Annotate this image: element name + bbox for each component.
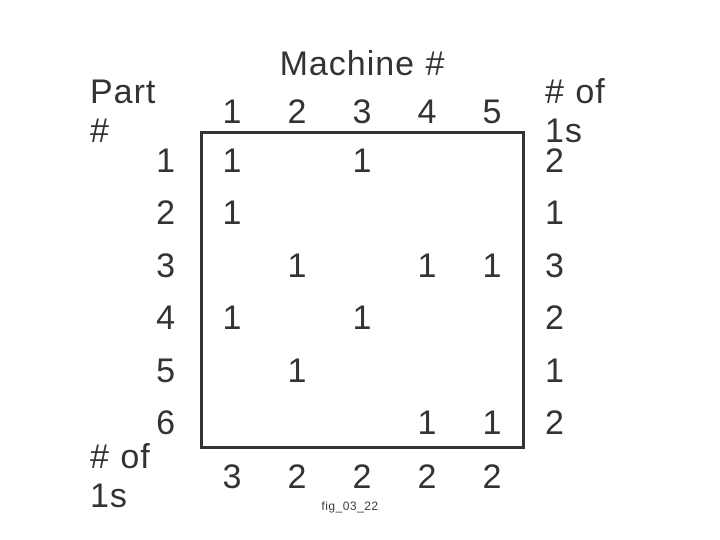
matrix-cell	[265, 293, 330, 346]
matrix-cell	[265, 188, 330, 241]
matrix-cell	[330, 398, 395, 451]
matrix-cell	[460, 345, 525, 398]
machine-col-header: 3	[352, 92, 373, 131]
column-count: 2	[417, 457, 438, 496]
count-row-label: # of 1s	[90, 438, 151, 515]
matrix-cell	[200, 345, 265, 398]
figure-caption: fig_03_22	[321, 499, 379, 513]
matrix-cell	[330, 188, 395, 241]
machine-col-header: 2	[287, 92, 308, 131]
row-count: 3	[545, 246, 565, 285]
machine-col-header: 5	[482, 92, 503, 131]
part-row-label: 1	[156, 141, 176, 180]
column-count: 3	[222, 457, 243, 496]
matrix-cell: 1	[222, 299, 243, 338]
machine-col-header: 4	[417, 92, 438, 131]
matrix-cell: 1	[287, 246, 308, 285]
matrix-cell: 1	[222, 141, 243, 180]
matrix-cell	[460, 293, 525, 346]
figure-title: Machine #	[279, 45, 446, 83]
column-count: 2	[482, 457, 503, 496]
matrix-cell: 1	[352, 141, 373, 180]
incidence-matrix: Part # 1 2 3 4 5 # of 1s 1 1 1 2 2 1 1 3…	[90, 73, 620, 515]
matrix-cell: 1	[417, 246, 438, 285]
column-count: 2	[352, 457, 373, 496]
matrix-cell	[200, 398, 265, 451]
matrix-cell	[395, 188, 460, 241]
matrix-cell	[395, 293, 460, 346]
matrix-cell: 1	[287, 351, 308, 390]
matrix-cell	[395, 345, 460, 398]
matrix-cell	[330, 345, 395, 398]
matrix-cell: 1	[417, 404, 438, 443]
part-row-label: 2	[156, 194, 176, 233]
part-row-label: 4	[156, 299, 176, 338]
part-row-label: 5	[156, 351, 176, 390]
matrix-cell: 1	[222, 194, 243, 233]
matrix-cell: 1	[482, 404, 503, 443]
corner-spacer	[525, 450, 620, 504]
row-count: 1	[545, 194, 565, 233]
matrix-cell	[265, 135, 330, 188]
matrix-cell	[460, 188, 525, 241]
count-col-header: # of 1s	[545, 73, 606, 150]
matrix-cell	[200, 240, 265, 293]
matrix-cell: 1	[482, 246, 503, 285]
matrix-cell	[395, 135, 460, 188]
row-count: 2	[545, 299, 565, 338]
column-count: 2	[287, 457, 308, 496]
part-axis-label: Part #	[90, 73, 157, 150]
matrix-cell: 1	[352, 299, 373, 338]
matrix-cell	[330, 240, 395, 293]
machine-col-header: 1	[222, 92, 243, 131]
matrix-cell	[265, 398, 330, 451]
part-row-label: 3	[156, 246, 176, 285]
part-row-label: 6	[156, 404, 176, 443]
row-count: 1	[545, 351, 565, 390]
row-count: 2	[545, 141, 565, 180]
matrix-cell	[460, 135, 525, 188]
row-count: 2	[545, 404, 565, 443]
